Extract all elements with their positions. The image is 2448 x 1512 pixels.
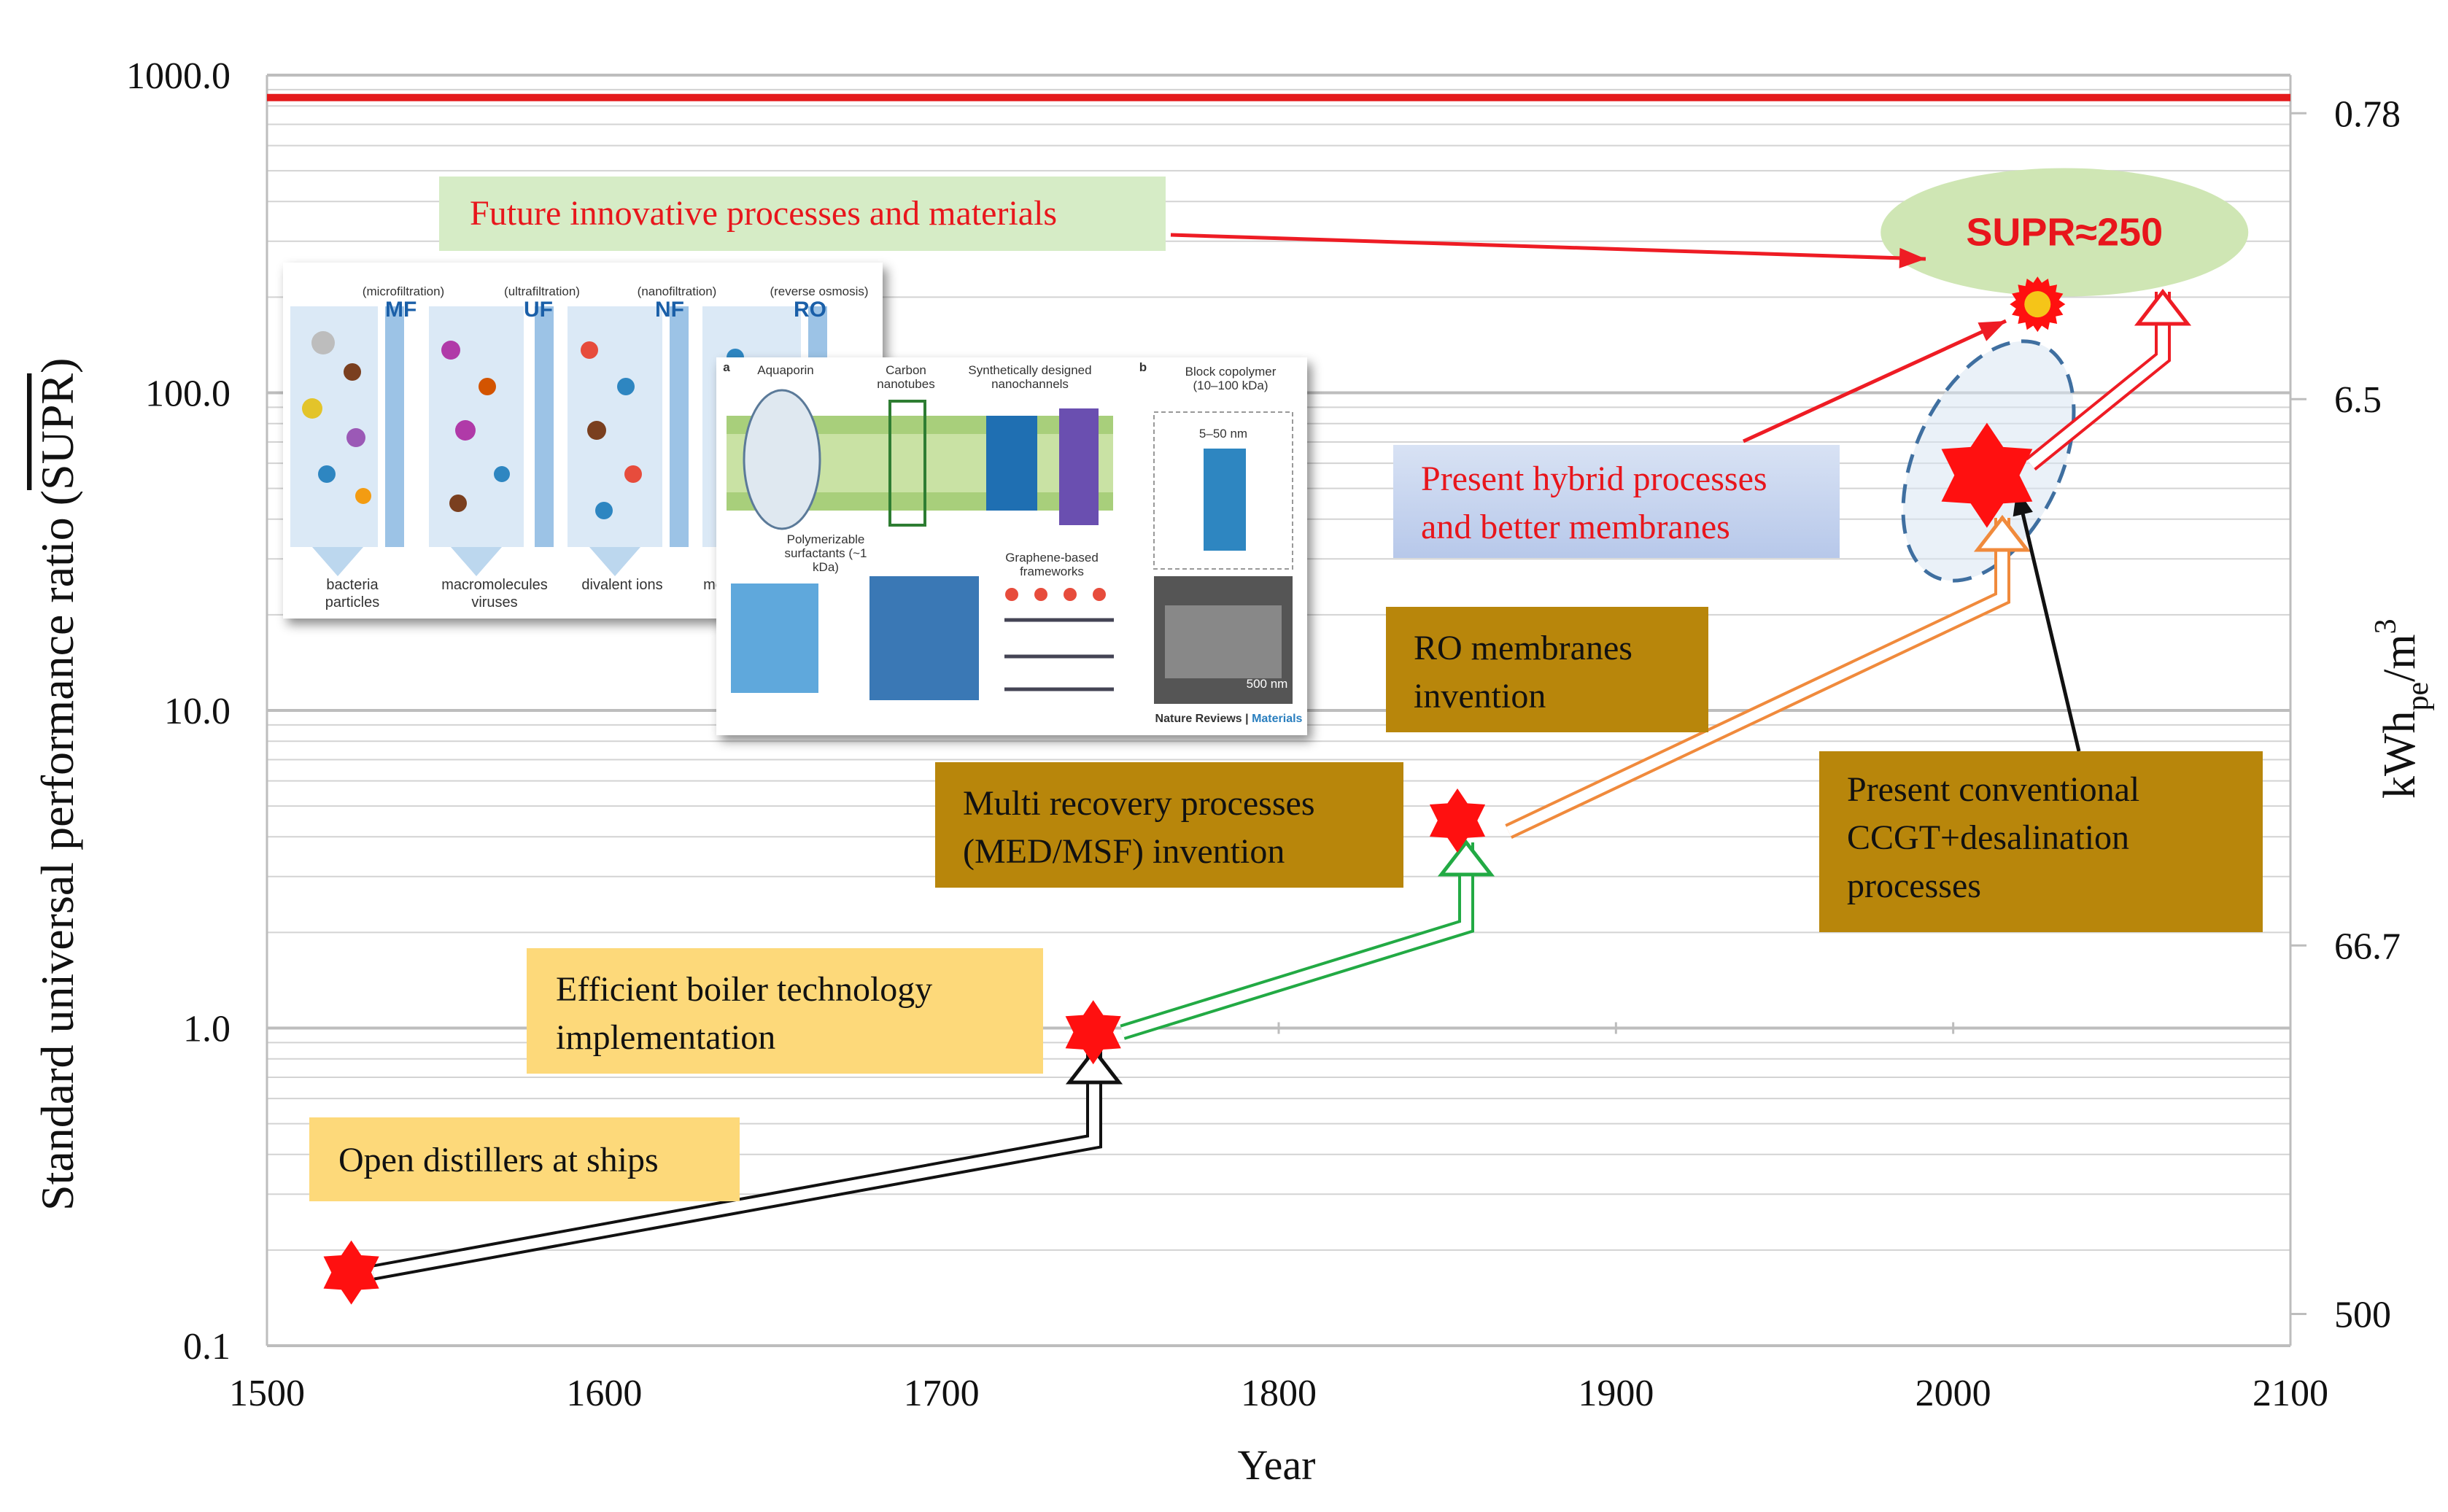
x-tick-label: 1900 [1578,1373,1654,1414]
y-tick-label: 0.1 [183,1326,231,1368]
nano-label-nanochannels: Synthetically designed nanochannels [968,363,1092,391]
arrow-hybrid-to-future [1742,319,2007,443]
inset-header-nf: (nanofiltration) [637,284,717,298]
y-right-axis-label: kWhpe/m3 [2369,619,2435,799]
nano-label-size: 5–50 nm [1198,427,1248,441]
axes [266,75,2292,1347]
data-point-star-3 [1429,788,1486,853]
nano-panel-a: a [723,360,730,374]
nano-credit: Nature Reviews | Materials [1155,713,1303,725]
svg-text:kWhpe/m3: kWhpe/m3 [2369,619,2435,799]
x-tick-labels: 1500 1600 1700 1800 1900 2000 2100 [229,1373,2328,1414]
nano-label-scale: 500 nm [1246,677,1288,691]
arrow-future-to-target [1170,233,1926,261]
x-tick-label: 1600 [566,1373,642,1414]
inset-code-mf: MF [385,298,417,322]
arrow-red-head [2134,288,2192,326]
x-axis-label: Year [1238,1441,1316,1489]
arrow-future-to-target-head [1899,247,1926,268]
nanomaterials-inset: a b Aquaporin Carbon nanotubes Synthetic… [716,357,1307,735]
inset-header-mf: (microfiltration) [362,284,445,298]
y-right-tick-label: 0.78 [2334,93,2401,135]
arrow-orange-head [1973,514,2031,552]
inset-header-uf: (ultrafiltration) [504,284,580,298]
x-tick-label: 1700 [904,1373,980,1414]
svg-text:Standard universal performance: Standard universal performance ratio (SU… [31,358,83,1211]
data-point-star-1 [323,1240,379,1305]
arrow-black-head [1065,1047,1123,1085]
inset-code-uf: UF [524,298,553,322]
x-tick-label: 1500 [229,1373,305,1414]
y-left-label-main: Standard universal performance ratio ( [31,490,83,1211]
y-right-tick-label: 500 [2334,1294,2391,1335]
progress-arrows [371,233,2192,1281]
future-point-core [2024,291,2051,318]
annotation-future: Future innovative processes and material… [439,177,1166,251]
nano-label-aquaporin: Aquaporin [757,363,814,377]
inset-code-ro: RO [794,298,826,322]
supr-highlight-label: SUPR≈250 [1966,211,2163,255]
arrow-hybrid-to-future-head [1978,321,2006,341]
y-left-tick-labels: 0.1 1.0 10.0 100.0 1000.0 [126,55,231,1368]
data-point-star-2 [1065,1000,1121,1065]
inset-code-nf: NF [655,298,684,322]
inset-bottom-3: divalent ions [581,577,663,593]
inset-bottom-2: macromolecules viruses [441,577,548,610]
supr-highlight-ellipse [1880,168,2249,297]
y-right-tick-label: 6.5 [2334,379,2382,421]
y-tick-label: 1.0 [183,1009,231,1050]
y-tick-label: 100.0 [145,373,231,415]
inset-bottom-1: bacteria particles [325,577,380,610]
y-left-axis-label: Standard universal performance ratio (SU… [31,358,83,1211]
y-left-label-over: SUPR [31,373,83,490]
nano-panel-b: b [1139,360,1147,374]
arrow-conventional-to-present [2015,488,2081,752]
nano-label-block-copolymer: Block copolymer (10–100 kDa) [1185,365,1277,392]
nanomaterials-art [716,357,1307,735]
nano-label-cnt: Carbon nanotubes [877,363,935,391]
y-left-label-close: ) [31,358,83,373]
annotation-multi-recovery: Multi recovery processes(MED/MSF) invent… [935,762,1403,888]
y-right-tick-label: 66.7 [2334,926,2401,967]
arrow-green-head [1437,839,1495,877]
x-tick-label: 1800 [1241,1373,1317,1414]
y-tick-label: 10.0 [164,691,231,732]
x-tick-label: 2100 [2253,1373,2328,1414]
nano-label-surfactants: Polymerizable surfactants (~1 kDa) [784,532,867,574]
nano-label-graphene: Graphene-based frameworks [1005,551,1099,578]
data-point-star-4 [1941,422,2033,528]
y-tick-label: 1000.0 [126,55,231,97]
y-right-tick-labels: 0.78 6.5 66.7 500 [2290,93,2401,1335]
data-points [323,276,2066,1305]
x-tick-label: 2000 [1916,1373,1991,1414]
inset-header-ro: (reverse osmosis) [770,284,869,298]
annotation-open-distillers: Open distillers at ships [309,1117,740,1201]
